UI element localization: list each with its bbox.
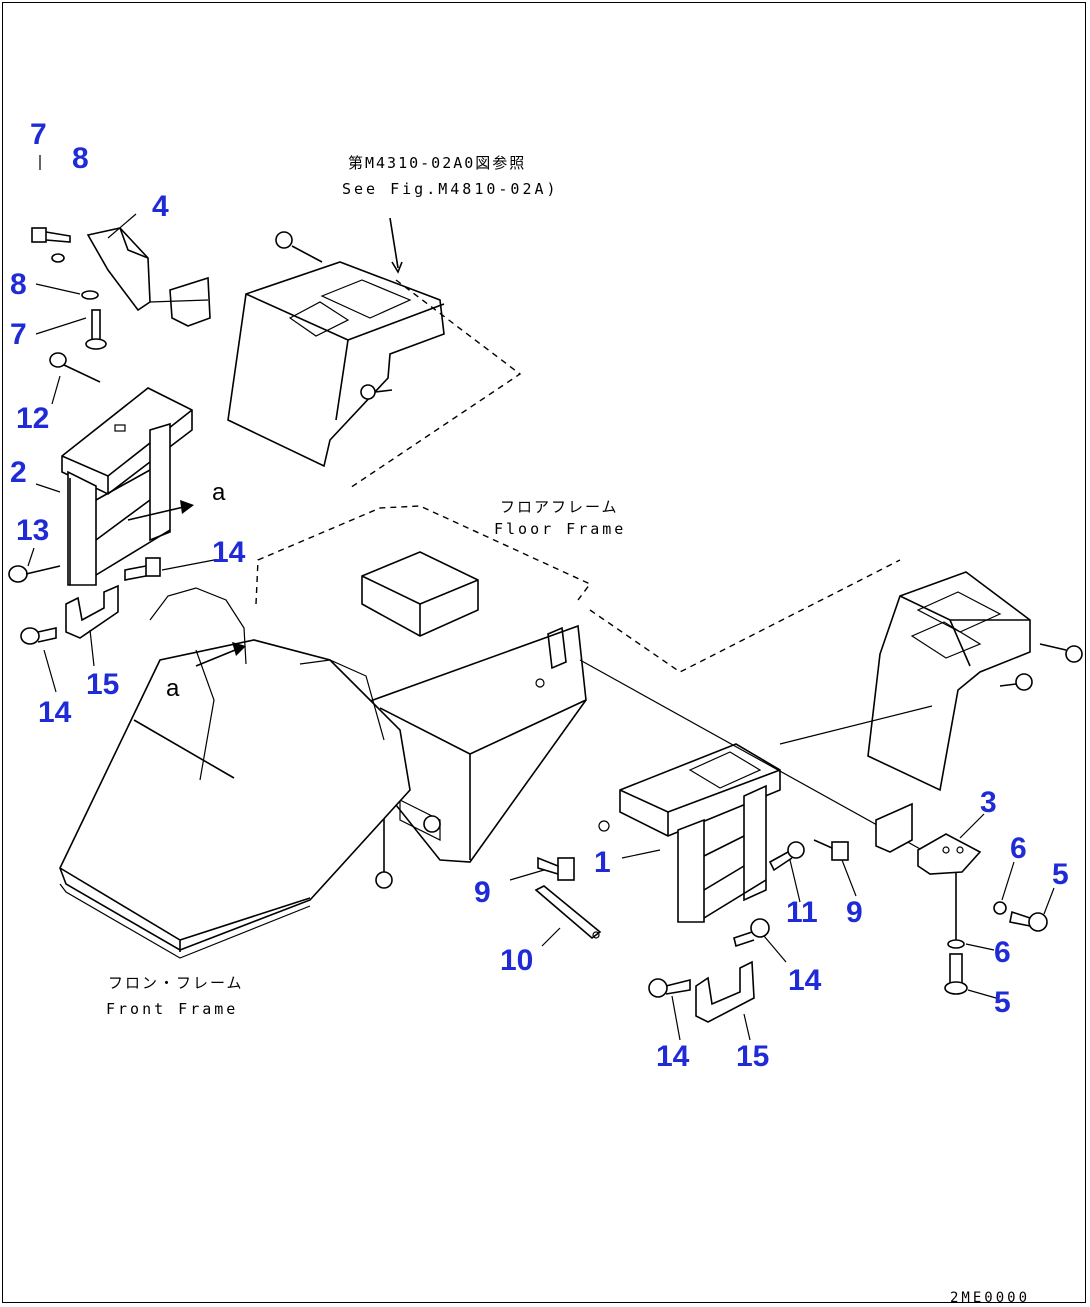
bolt-14-left-lower [20,627,57,645]
washer-8-upper [51,253,65,263]
floor-frame-label-jp: フロアフレーム [500,498,619,516]
support-stand-1 [598,743,781,923]
front-frame-label-en: Front Frame [106,1000,238,1018]
right-cover-assembly [867,571,1083,792]
view-arrow-a-lower [195,642,246,667]
front-frame-label-jp: フロン・フレーム [108,974,244,992]
bolt-5-lower [944,953,968,995]
callout-8-upper: 8 [72,142,89,175]
bolt-13 [8,565,61,583]
bolt-14-left-upper [124,557,161,581]
washer-8-lower [81,290,99,300]
view-arrow-a-upper [127,500,194,521]
callout-1: 1 [594,846,611,879]
front-frame [59,587,411,959]
view-marker-a-upper: a [212,479,226,506]
bolt-7-upper [31,155,71,243]
callout-7-lower: 7 [10,318,27,351]
callout-5-lower: 5 [994,986,1011,1019]
upper-cover-assembly [227,231,445,468]
plate-15-right [695,960,755,1023]
bolt-11 [768,841,805,872]
strap-10 [534,885,602,940]
ref-note-en: See Fig.M4810-02A) [342,180,559,198]
callout-14-right-lower: 14 [656,1040,690,1073]
washer-6-upper [993,901,1007,915]
floor-frame-label-en: Floor Frame [494,520,626,538]
callout-6-lower: 6 [994,936,1011,969]
callout-11: 11 [786,896,818,929]
callout-6-upper: 6 [1010,832,1027,865]
bolt-5-upper [1009,910,1048,932]
callout-14-left-lower: 14 [38,696,72,729]
floor-frame [255,505,592,889]
callout-8-lower: 8 [10,268,27,301]
callout-10: 10 [500,944,533,977]
callout-4: 4 [152,190,169,223]
callout-7-upper: 7 [30,118,47,151]
callout-3: 3 [980,786,997,819]
bolt-14-right-upper [733,918,770,948]
plate-15-left [65,584,119,639]
callout-12: 12 [16,402,49,435]
callout-15-right: 15 [736,1040,769,1073]
bolt-9-right [813,839,849,861]
bolt-14-right-lower [648,978,691,998]
leader-lines [27,213,1055,1041]
bolt-12 [49,352,101,383]
callout-14-right-upper: 14 [788,964,822,997]
drawing-code: 2ME0000 [950,1290,1030,1306]
callout-5-upper: 5 [1052,858,1069,891]
callout-15-left: 15 [86,668,119,701]
bolt-7-lower [85,309,107,350]
support-stand-2 [61,387,193,586]
callout-2: 2 [10,456,27,489]
callout-9-left: 9 [474,876,491,909]
callout-9-right: 9 [846,896,863,929]
bracket-4 [86,227,211,327]
bolt-9-left [537,856,575,881]
bracket-3 [875,802,982,875]
ref-note-jp: 第M4310-02A0図参照 [348,154,526,172]
callout-13: 13 [16,514,49,547]
callout-14-left-upper: 14 [212,536,246,569]
view-marker-a-lower: a [166,675,180,702]
washer-6-lower [947,872,965,949]
